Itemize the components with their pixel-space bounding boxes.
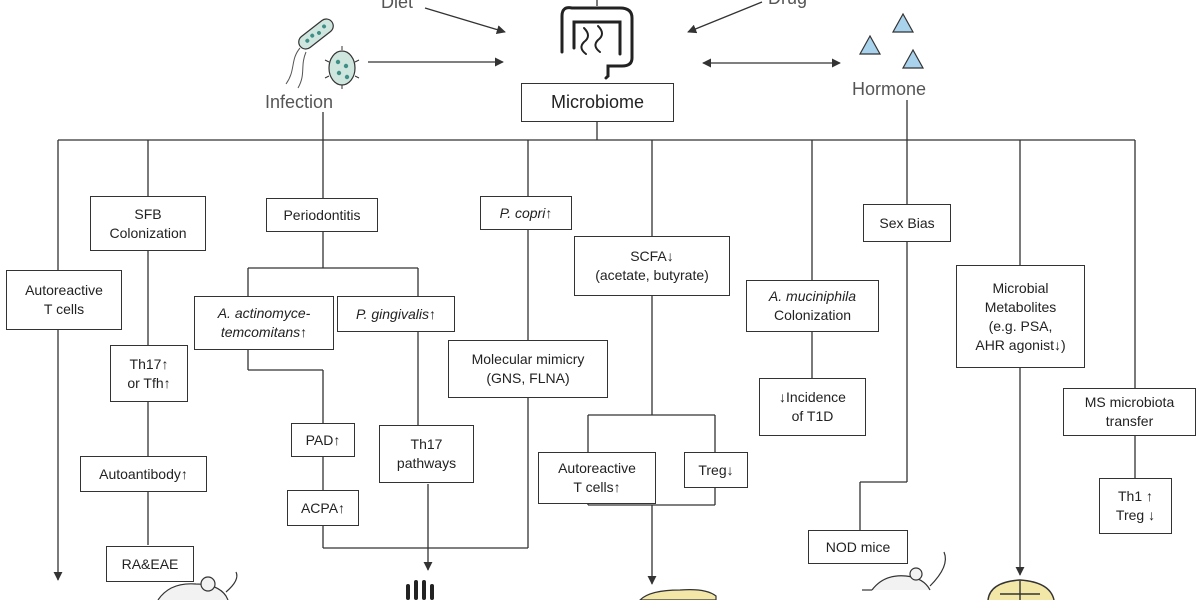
box-line: Sex Bias (879, 214, 935, 231)
box-line: Colonization (773, 307, 852, 323)
box-line: (e.g. PSA, (988, 317, 1053, 334)
autoreactive-t-cells-up-box: Autoreactive T cells↑ (538, 452, 656, 504)
th17-tfh-box: Th17↑ or Tfh↑ (110, 345, 188, 402)
box-line: Molecular mimicry (471, 351, 585, 367)
microbiome-box: Microbiome (521, 83, 674, 122)
intestine-icon (560, 6, 634, 80)
box-line: ACPA↑ (300, 499, 346, 516)
box-line: SCFA↓ (630, 248, 674, 264)
box-line: Microbial (992, 279, 1049, 296)
box-line: MS microbiota (1084, 394, 1175, 410)
box-line: ↑ (300, 324, 308, 340)
box-line: P. gingivalis (356, 305, 429, 322)
box-line: ↑ (545, 204, 553, 221)
box-line: temcomitans (220, 324, 301, 340)
ra-eae-box: RA&EAE (106, 546, 194, 582)
box-line: transfer (1105, 413, 1154, 429)
box-line: or Tfh↑ (127, 374, 171, 391)
autoreactive-t-cells-box: Autoreactive T cells (6, 270, 122, 330)
box-line: pathways (396, 455, 457, 471)
box-line: T cells (43, 301, 85, 317)
box-line: AHR agonist↓) (975, 336, 1066, 353)
drug-label: Drug (768, 0, 807, 9)
box-line: (GNS, FLNA) (486, 370, 570, 386)
diet-arrow (424, 7, 506, 35)
box-line: Periodontitis (283, 206, 361, 223)
periodontitis-box: Periodontitis (266, 198, 378, 232)
pad-box: PAD↑ (291, 423, 355, 457)
box-line: T cells↑ (573, 479, 621, 495)
drug-arrow (687, 1, 763, 34)
sfb-colonization-box: SFB Colonization (90, 196, 206, 251)
infection-label: Infection (265, 92, 334, 112)
box-line: Th17↑ (129, 355, 169, 372)
box-line: Colonization (109, 224, 187, 241)
acpa-box: ACPA↑ (287, 490, 359, 526)
hand-icon (406, 580, 434, 600)
autoantibody-box: Autoantibody↑ (80, 456, 207, 492)
incidence-t1d-box: ↓Incidence of T1D (759, 378, 866, 436)
p-copri-box: P. copri↑ (480, 196, 572, 230)
virus-icon (324, 46, 360, 89)
treg-down-box: Treg↓ (684, 452, 748, 488)
sex-bias-box: Sex Bias (863, 204, 951, 242)
box-line: Autoantibody↑ (99, 465, 188, 482)
box-line: Th1 ↑ (1117, 488, 1153, 504)
molecular-mimicry-box: Molecular mimicry (GNS, FLNA) (448, 340, 608, 398)
brain-icon (987, 579, 1055, 600)
nod-mice-box: NOD mice (808, 530, 908, 564)
box-line: ↑ (428, 305, 436, 322)
box-line: NOD mice (825, 538, 891, 555)
box-line: Metabolites (984, 298, 1057, 315)
box-line: Autoreactive (25, 282, 103, 298)
box-line: ↓Incidence (779, 389, 846, 405)
mouse-icon (157, 571, 238, 600)
box-line: PAD↑ (305, 431, 341, 448)
mouse-icon-2 (862, 551, 946, 591)
box-line: Treg↓ (698, 461, 734, 478)
box-line: of T1D (791, 408, 834, 424)
box-line: A. muciniphila (768, 288, 857, 304)
bacteria-icon (298, 18, 334, 50)
diet-label: Diet (381, 0, 414, 12)
box-line: P. copri (499, 204, 546, 221)
th17-pathways-box: Th17 pathways (379, 425, 474, 483)
pancreas-icon (639, 589, 717, 600)
box-line: A. actinomyce- (217, 305, 311, 321)
box-line: Autoreactive (558, 460, 636, 476)
hormone-label: Hormone (852, 79, 927, 99)
box-line: Treg ↓ (1115, 507, 1156, 523)
box-line: RA&EAE (121, 555, 179, 572)
ms-microbiota-transfer-box: MS microbiota transfer (1063, 388, 1196, 436)
box-line: SFB (134, 205, 162, 222)
box-line: Th17 (410, 436, 443, 452)
th1-treg-box: Th1 ↑ Treg ↓ (1099, 478, 1172, 534)
microbiome-label: Microbiome (550, 92, 645, 112)
scfa-box: SCFA↓ (acetate, butyrate) (574, 236, 730, 296)
a-actinomycetemcomitans-box: A. actinomyce-temcomitans↑ (194, 296, 334, 350)
hormone-triangles-icon (858, 12, 925, 69)
p-gingivalis-box: P. gingivalis↑ (337, 296, 455, 332)
box-line: (acetate, butyrate) (595, 267, 709, 283)
